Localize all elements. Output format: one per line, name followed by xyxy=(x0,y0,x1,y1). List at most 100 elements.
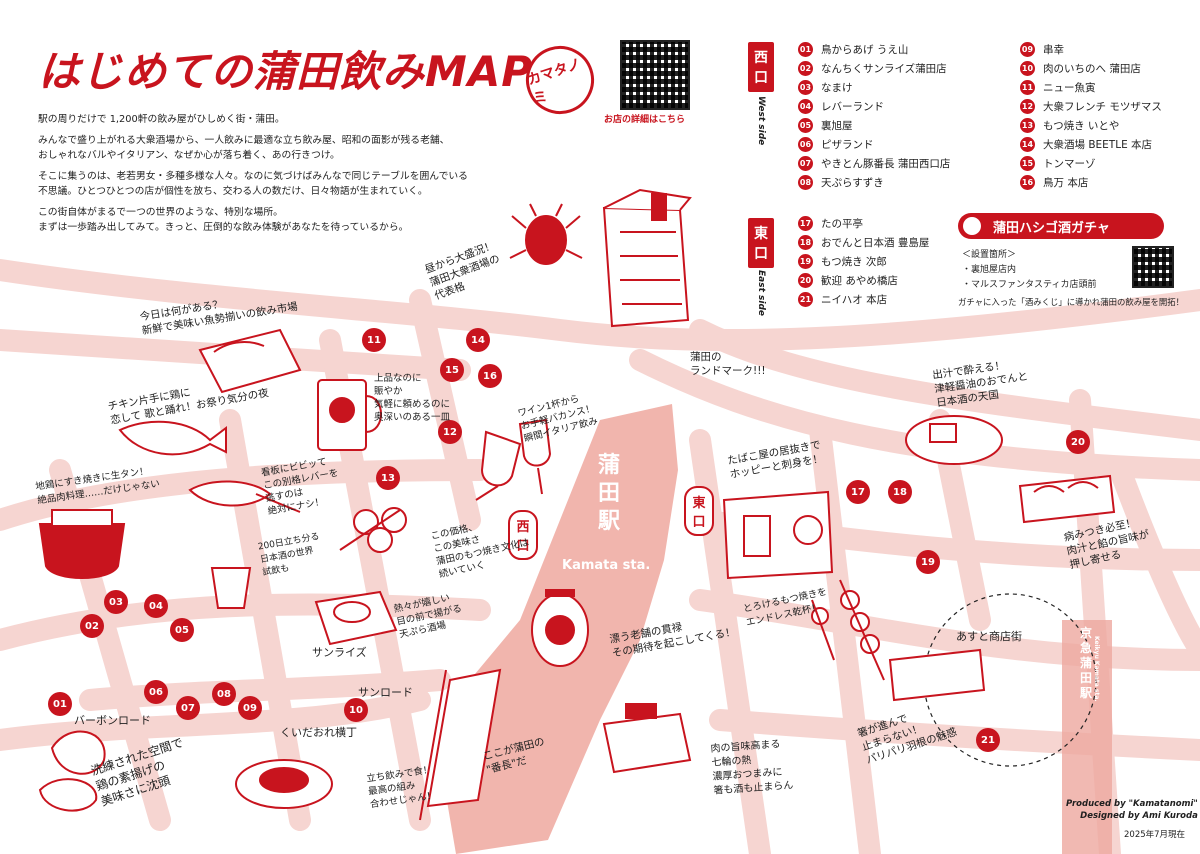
map-pin-14[interactable]: 14 xyxy=(466,328,490,352)
shop-number-badge: 01 xyxy=(798,42,813,57)
east-tag-char: 口 xyxy=(754,246,768,262)
shop-name: なまけ xyxy=(821,82,853,94)
exit-char: 口 xyxy=(516,539,530,554)
shop-list-item: 10 肉のいちのへ 蒲田店 xyxy=(1020,59,1162,78)
shop-list-item: 18 おでんと日本酒 豊島屋 xyxy=(798,233,929,252)
sketch-beetle xyxy=(509,203,583,265)
shop-name: 串幸 xyxy=(1043,44,1064,56)
map-pin-17[interactable]: 17 xyxy=(846,480,870,504)
gacha-location: ・裏旭屋店内 xyxy=(962,265,1017,275)
map-pin-13[interactable]: 13 xyxy=(376,466,400,490)
intro-line: まずは一歩踏み出してみて。きっと、圧倒的な飲み体験があなたを待っているから。 xyxy=(38,222,409,233)
sketch-banner xyxy=(419,668,502,821)
intro-line: みんなで盛り上がれる大衆酒場から、一人飲みに最適な立ち飲み屋、昭和の面影が残る老… xyxy=(38,135,450,146)
shop-list-item: 09 串幸 xyxy=(1020,40,1162,59)
shop-number-badge: 10 xyxy=(1020,61,1035,76)
keikyu-kamata-label: 京急蒲田駅 xyxy=(1080,626,1093,700)
shop-details-qr-code[interactable] xyxy=(620,40,690,110)
shop-number-badge: 21 xyxy=(798,292,813,307)
caption-line: ランドマーク!!! xyxy=(690,365,766,377)
sketch-lantern xyxy=(531,589,589,667)
caption-shop-09: 肉の旨味高まる 七輪の熱 濃厚おつまみに 箸も酒も止まらん xyxy=(710,737,794,798)
shop-name: 天ぷらすずき xyxy=(821,177,884,189)
map-pin-07[interactable]: 07 xyxy=(176,696,200,720)
map-pin-16[interactable]: 16 xyxy=(478,364,502,388)
shop-name: たの平亭 xyxy=(821,218,863,230)
gacha-title: 蒲田ハシゴ酒ガチャ xyxy=(993,220,1110,236)
map-pin-05[interactable]: 05 xyxy=(170,618,194,642)
page-title: はじめての蒲田飲みMAP xyxy=(38,47,534,96)
shop-name: 裏旭屋 xyxy=(821,120,853,132)
shop-name: おでんと日本酒 豊島屋 xyxy=(821,237,930,249)
map-pin-04[interactable]: 04 xyxy=(144,594,168,618)
sketch-tobacco-shop xyxy=(722,490,834,580)
shop-name: 肉のいちのへ 蒲田店 xyxy=(1043,63,1141,75)
sketch-station-building xyxy=(602,188,692,328)
map-pin-11[interactable]: 11 xyxy=(362,328,386,352)
shop-number-badge: 09 xyxy=(1020,42,1035,57)
map-pin-21[interactable]: 21 xyxy=(976,728,1000,752)
map-pin-02[interactable]: 02 xyxy=(80,614,104,638)
shop-number-badge: 14 xyxy=(1020,137,1035,152)
caption-line: 上品なのに xyxy=(374,373,422,384)
keikyu-rail xyxy=(1062,620,1112,854)
road-kuidaore: くいだおれ横丁 xyxy=(280,726,357,739)
intro-text: 駅の周りだけで 1,200軒の飲み屋がひしめく街・蒲田。 みんなで盛り上がれる大… xyxy=(38,112,468,241)
map-pin-20[interactable]: 20 xyxy=(1066,430,1090,454)
shop-name: レバーランド xyxy=(821,101,884,113)
map-pin-08[interactable]: 08 xyxy=(212,682,236,706)
intro-line: この街自体がまるで一つの世界のような、特別な場所。 xyxy=(38,207,283,218)
map-pin-01[interactable]: 01 xyxy=(48,692,72,716)
west-exit-tag: 西 口 xyxy=(508,510,538,560)
shop-number-badge: 16 xyxy=(1020,175,1035,190)
map-pin-03[interactable]: 03 xyxy=(104,590,128,614)
east-side-tag: 東 口 xyxy=(748,218,774,268)
shop-number-badge: 18 xyxy=(798,235,813,250)
qr-caption: お店の詳細はこちら xyxy=(604,115,686,125)
map-pin-09[interactable]: 09 xyxy=(238,696,262,720)
gacha-location: ・マルスファンタスティカ店頭前 xyxy=(962,280,1097,290)
map-pin-06[interactable]: 06 xyxy=(144,680,168,704)
shop-name: ニイハオ 本店 xyxy=(821,294,888,306)
caption-landmark: 蒲田の ランドマーク!!! xyxy=(690,350,766,378)
shop-list-item: 15 トンマーゾ xyxy=(1020,154,1162,173)
shop-number-badge: 15 xyxy=(1020,156,1035,171)
sketch-wine-glasses xyxy=(475,418,552,501)
sketch-skewers xyxy=(188,480,407,553)
exit-char: 口 xyxy=(692,515,706,530)
map-pin-18[interactable]: 18 xyxy=(888,480,912,504)
map-pin-19[interactable]: 19 xyxy=(916,550,940,574)
produced-by: Produced by "Kamatanomi" xyxy=(1066,799,1198,809)
map-pin-12[interactable]: 12 xyxy=(438,420,462,444)
shop-name: やきとん豚番長 蒲田西口店 xyxy=(821,158,951,170)
caption-line: 気軽に頼めるのに xyxy=(374,399,451,410)
credits: Produced by "Kamatanomi" Designed by Ami… xyxy=(1066,798,1198,822)
gacha-qr-code[interactable] xyxy=(1132,246,1174,288)
sketch-grill xyxy=(602,703,692,774)
designed-by: Designed by Ami Kuroda xyxy=(1080,811,1198,821)
shop-name: トンマーゾ xyxy=(1043,158,1096,170)
map-pin-15[interactable]: 15 xyxy=(440,358,464,382)
shop-number-badge: 02 xyxy=(798,61,813,76)
intro-line: おしゃれなバルやイタリアン、なぜか心が落ち着く、あの行きつけ。 xyxy=(38,150,340,161)
exit-char: 西 xyxy=(516,520,530,535)
asuto-area-circle xyxy=(923,593,1097,767)
station-char: 田 xyxy=(598,481,621,506)
map-pin-10[interactable]: 10 xyxy=(344,698,368,722)
gacha-locations-label: ＜設置箇所＞ xyxy=(962,250,1017,260)
station-char: 蒲 xyxy=(598,453,621,478)
